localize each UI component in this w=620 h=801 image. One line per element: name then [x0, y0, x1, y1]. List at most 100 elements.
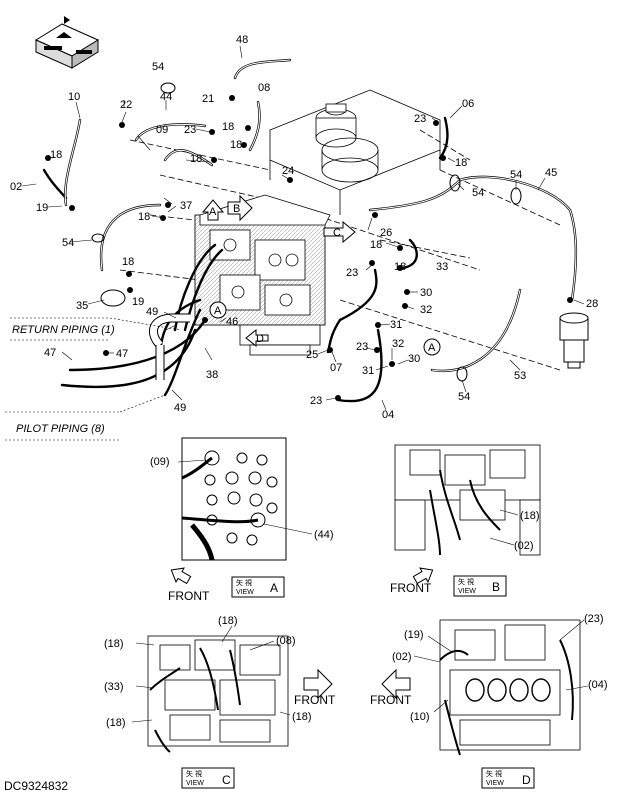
view-d-front-arrow [381, 668, 411, 700]
label-18: 18 [138, 211, 150, 223]
view-d-callout-02: (02) [392, 651, 412, 663]
section-letter-a2: A [214, 305, 222, 317]
view-b-front-arrow [412, 567, 434, 585]
label-24: 24 [282, 165, 294, 177]
view-c-tag [181, 767, 235, 789]
view-c-front-arrow [303, 668, 333, 700]
label-25: 25 [306, 349, 318, 361]
view-letter-d: D [256, 333, 264, 345]
label-18: 18 [222, 121, 234, 133]
view-d-callout-10: (10) [410, 711, 430, 723]
view-letter-a: A [209, 206, 217, 218]
label-18: 18 [230, 139, 242, 151]
label-08: 08 [258, 82, 270, 94]
label-32: 32 [420, 304, 432, 316]
label-23: 23 [414, 113, 426, 125]
view-arrow-a [201, 199, 225, 221]
label-10: 10 [68, 91, 80, 103]
view-d-callout-23: (23) [584, 613, 604, 625]
view-b-letter: B [492, 580, 500, 594]
label-33: 33 [436, 261, 448, 273]
section-marker-a3 [423, 338, 441, 356]
label-47: 47 [116, 348, 128, 360]
label-18: 18 [370, 239, 382, 251]
label-48: 48 [236, 34, 248, 46]
view-b-callout-02: (02) [514, 540, 534, 552]
view-d-front-label: FRONT [370, 693, 412, 707]
label-53: 53 [514, 370, 526, 382]
label-31: 31 [362, 365, 374, 377]
view-c-front-label: FRONT [294, 693, 336, 707]
detail-view-c: (18) (18) (08) (33) (18) (18) FRONT 矢 視 … [104, 615, 336, 789]
label-28: 28 [586, 298, 598, 310]
return-piping-note: RETURN PIPING (1) [12, 324, 115, 336]
view-c-kanji: 矢 視 [186, 769, 202, 778]
part-labels: 48 54 44 21 08 10 22 09 23 18 18 18 18 0… [10, 34, 598, 421]
label-30: 30 [408, 353, 420, 365]
leader-lines [21, 45, 585, 411]
label-49: 49 [146, 306, 158, 318]
view-c-callout-33: (33) [104, 681, 124, 693]
view-d-letter: D [522, 773, 531, 787]
label-23: 23 [184, 124, 196, 136]
label-18: 18 [50, 149, 62, 161]
label-35: 35 [76, 300, 88, 312]
view-letters: A B C D A A [209, 203, 436, 354]
view-a-front-arrow [170, 567, 192, 585]
note-leaders [5, 317, 181, 441]
view-a-kanji: 矢 視 [236, 578, 252, 587]
detail-view-a: (09) (44) FRONT 矢 視 VIEW A [150, 437, 334, 603]
label-23: 23 [356, 341, 368, 353]
label-26: 26 [380, 227, 392, 239]
label-09: 09 [156, 124, 168, 136]
orientation-cube-icon [34, 16, 100, 69]
label-04: 04 [382, 409, 394, 421]
label-46: 46 [226, 316, 238, 328]
label-45: 45 [545, 167, 557, 179]
view-b-word: VIEW [458, 588, 476, 595]
label-31: 31 [390, 319, 402, 331]
label-38: 38 [206, 369, 218, 381]
label-02: 02 [10, 181, 22, 193]
detail-view-d: (19) (23) (02) (04) (10) FRONT 矢 視 VIEW … [370, 613, 608, 789]
view-letter-c: C [333, 227, 341, 239]
view-a-letter: A [270, 581, 278, 595]
section-letter-a3: A [428, 342, 436, 354]
view-b-callout-18: (18) [520, 510, 540, 522]
view-d-callout-04: (04) [588, 679, 608, 691]
label-22: 22 [120, 99, 132, 111]
pilot-filter [559, 312, 589, 369]
view-d-word: VIEW [486, 780, 504, 787]
hose-lines-inner [64, 59, 577, 372]
label-30: 30 [420, 287, 432, 299]
label-19: 19 [36, 202, 48, 214]
document-code: DC9324832 [4, 779, 68, 793]
view-a-callout-09: (09) [150, 456, 170, 468]
view-d-tag [481, 767, 535, 789]
view-a-tag [231, 576, 285, 598]
view-c-callout-18-right: (18) [292, 711, 312, 723]
section-marker-a2 [209, 301, 227, 319]
view-c-callout-18-left: (18) [104, 638, 124, 650]
view-a-word: VIEW [236, 589, 254, 596]
label-18: 18 [394, 261, 406, 273]
label-54: 54 [510, 169, 522, 181]
view-a-callout-44: (44) [314, 529, 334, 541]
label-54: 54 [458, 391, 470, 403]
label-47: 47 [44, 347, 56, 359]
label-37: 37 [180, 200, 192, 212]
view-c-callout-08: (08) [276, 635, 296, 647]
label-23: 23 [310, 395, 322, 407]
label-06: 06 [462, 98, 474, 110]
view-c-letter: C [222, 773, 231, 787]
view-c-word: VIEW [186, 780, 204, 787]
view-letter-b: B [233, 203, 240, 215]
pilot-piping-note: PILOT PIPING (8) [16, 423, 105, 435]
label-54: 54 [62, 237, 74, 249]
label-44: 44 [160, 91, 172, 103]
view-d-callout-19: (19) [404, 629, 424, 641]
view-d-kanji: 矢 視 [486, 769, 502, 778]
label-54: 54 [152, 61, 164, 73]
